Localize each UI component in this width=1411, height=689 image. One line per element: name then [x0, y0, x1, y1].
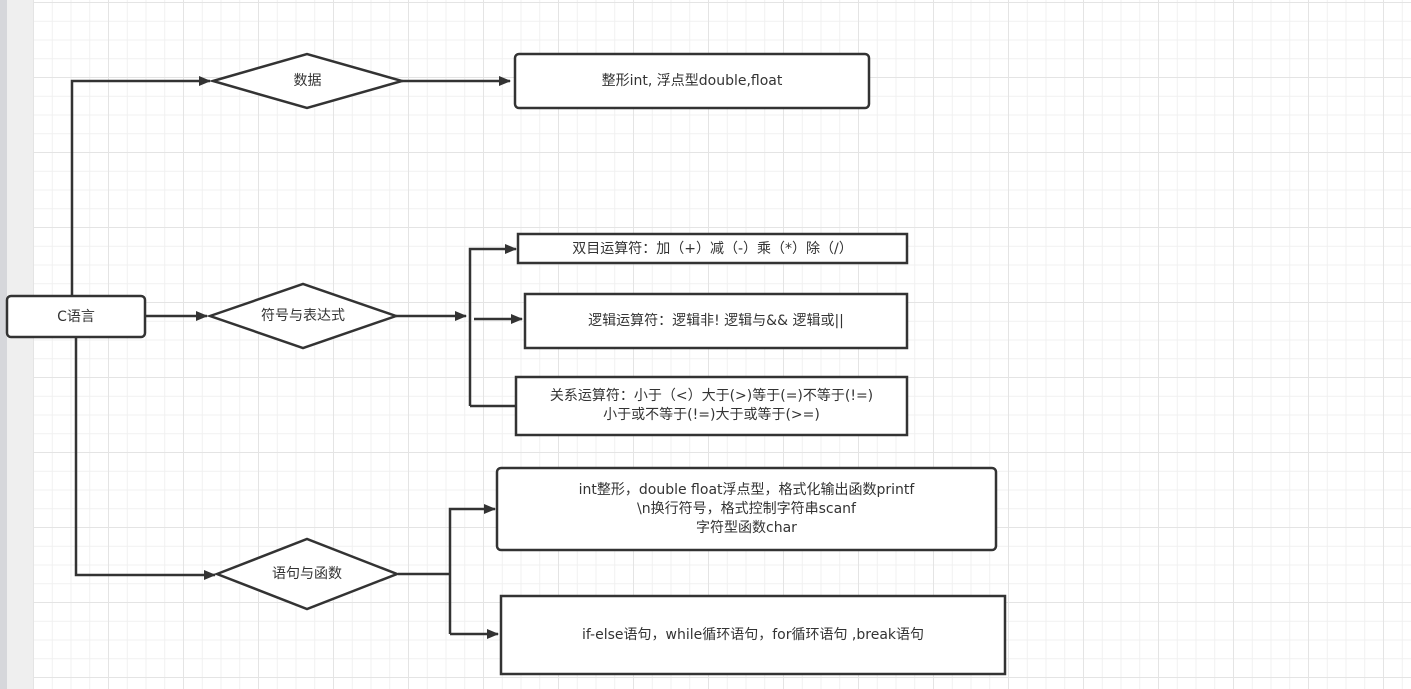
node-logical-ops-label: 逻辑运算符：逻辑非! 逻辑与&& 逻辑或||: [588, 313, 844, 329]
edge-junction-to-types-io: [448, 504, 496, 634]
node-relational-ops-shape[interactable]: [514, 375, 909, 437]
edge-root-to-statements: [74, 338, 216, 580]
node-control-flow-shape[interactable]: [499, 594, 1007, 676]
edge-junction-to-binary-ops: [468, 244, 517, 406]
node-types-io-label: int整形，double float浮点型，格式化输出函数printf \n换行…: [578, 481, 915, 536]
scrollbar-edge[interactable]: [0, 0, 7, 689]
node-symbols-shape[interactable]: [206, 282, 400, 350]
node-root-label: C语言: [57, 308, 95, 325]
node-data-shape[interactable]: [208, 52, 407, 110]
node-statements-label: 语句与函数: [272, 566, 342, 582]
node-data-label: 数据: [293, 73, 322, 89]
canvas-gutter: [7, 0, 33, 689]
node-logical-ops-shape[interactable]: [523, 292, 909, 350]
edge-root-to-data: [70, 76, 211, 296]
node-control-flow-label: if-else语句，while循环语句，for循环语句 ,break语句: [581, 627, 924, 643]
node-root-shape[interactable]: [5, 294, 147, 339]
node-types-io-shape[interactable]: [495, 466, 998, 552]
node-data-types-shape[interactable]: [513, 52, 871, 110]
node-data-types-label: 整形int, 浮点型double,float: [601, 73, 783, 89]
node-binary-ops-shape[interactable]: [516, 232, 909, 265]
node-relational-ops-label: 关系运算符：小于（<）大于(>)等于(=)不等于(!=) 小于或不等于(!=)大…: [549, 388, 874, 423]
node-symbols-label: 符号与表达式: [261, 308, 345, 324]
node-binary-ops-label: 双目运算符：加（+）减（-）乘（*）除（/）: [572, 240, 853, 257]
node-statements-shape[interactable]: [213, 537, 401, 611]
